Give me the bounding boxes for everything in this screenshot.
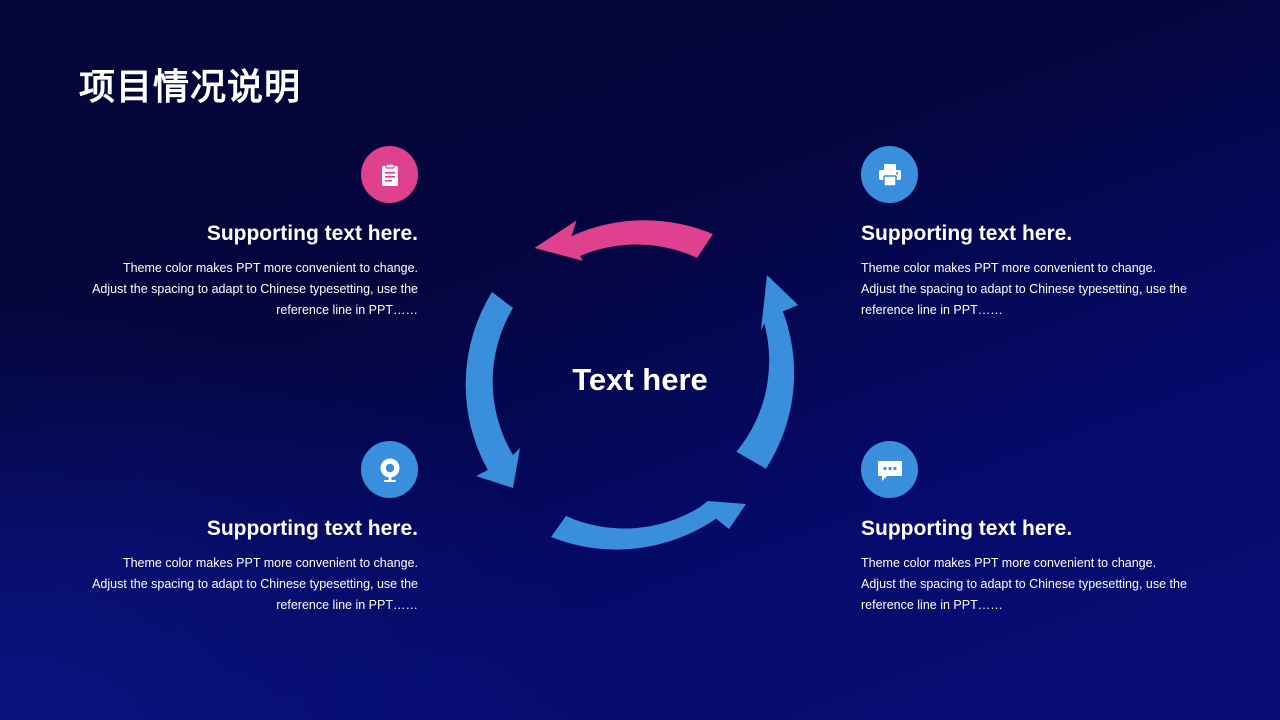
chat-bubble-icon [877,460,902,481]
icon-badge-4 [861,441,918,498]
supporting-body-3: Theme color makes PPT more convenient to… [92,556,418,612]
cycle-arrow-top [534,220,713,261]
cycle-arrow-right [736,275,799,469]
icon-badge-1 [361,146,418,203]
supporting-block-3: Supporting text here. Theme color makes … [88,517,418,616]
supporting-body-2: Theme color makes PPT more convenient to… [861,261,1187,317]
clipboard-icon [381,162,398,186]
cycle-arrow-left [465,292,520,488]
webcam-icon [380,458,399,482]
supporting-title-4: Supporting text here. [861,517,1073,540]
supporting-title-1: Supporting text here. [206,222,418,245]
supporting-body-4: Theme color makes PPT more convenient to… [861,556,1187,612]
slide-title: 项目情况说明 [79,67,302,108]
supporting-block-4: Supporting text here. Theme color makes … [861,517,1191,616]
center-text: Text here [572,362,708,397]
supporting-block-1: Supporting text here. Theme color makes … [88,222,418,321]
cycle-diagram [465,220,799,550]
supporting-title-2: Supporting text here. [861,222,1073,245]
supporting-title-3: Supporting text here. [206,517,418,540]
printer-icon [878,163,901,187]
supporting-block-2: Supporting text here. Theme color makes … [861,222,1191,321]
supporting-body-1: Theme color makes PPT more convenient to… [92,261,418,317]
icon-badge-3 [361,441,418,498]
icon-badge-2 [861,146,918,203]
cycle-arrow-bottom [551,501,746,550]
